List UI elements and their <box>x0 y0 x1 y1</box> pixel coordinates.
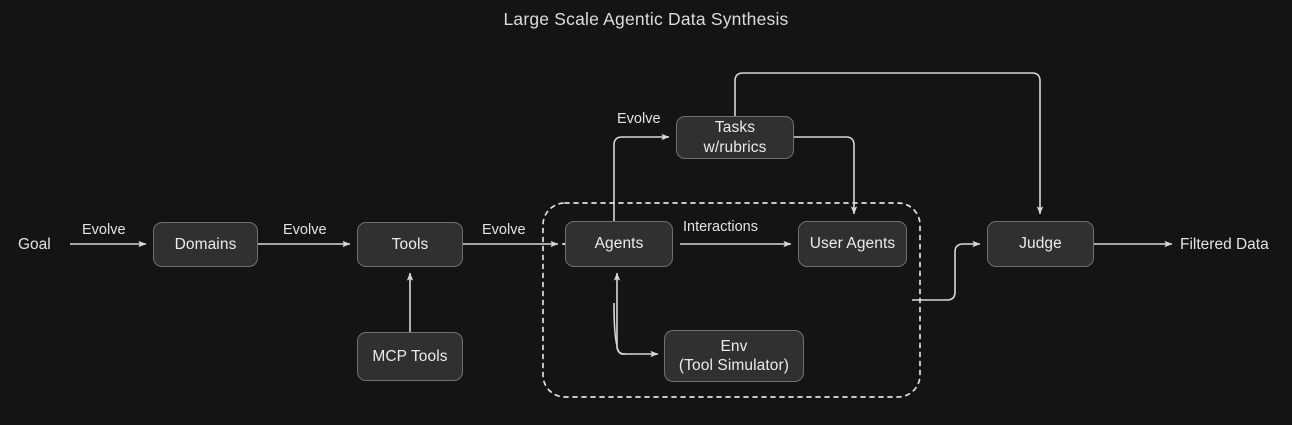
node-goal: Goal <box>18 236 51 253</box>
node-tools[interactable]: Tools <box>357 222 463 267</box>
node-domains[interactable]: Domains <box>153 222 258 267</box>
node-agents[interactable]: Agents <box>565 221 673 267</box>
node-tasks[interactable]: Tasks w/rubrics <box>676 116 794 159</box>
edge-agents-env <box>613 302 659 358</box>
node-env[interactable]: Env (Tool Simulator) <box>664 330 804 382</box>
edge-tasks-judge <box>734 72 1044 215</box>
node-user-agents[interactable]: User Agents <box>798 221 907 267</box>
edge-tasks-useragents <box>794 136 858 215</box>
edge-env-agents <box>613 272 626 355</box>
node-filtered-data: Filtered Data <box>1180 236 1269 253</box>
edge-agents-tasks <box>613 133 670 221</box>
edge-label-tools-agents: Evolve <box>482 222 526 238</box>
edge-label-domains-tools: Evolve <box>283 222 327 238</box>
node-mcp-tools[interactable]: MCP Tools <box>357 332 463 381</box>
interaction-group-boundary <box>542 202 921 398</box>
node-judge[interactable]: Judge <box>987 221 1094 267</box>
edge-label-agents-tasks: Evolve <box>617 111 661 127</box>
edge-label-goal-domains: Evolve <box>82 222 126 238</box>
edge-label-agents-user-agents: Interactions <box>683 219 758 235</box>
edge-useragents-judge <box>912 240 981 301</box>
page-title: Large Scale Agentic Data Synthesis <box>503 9 789 29</box>
